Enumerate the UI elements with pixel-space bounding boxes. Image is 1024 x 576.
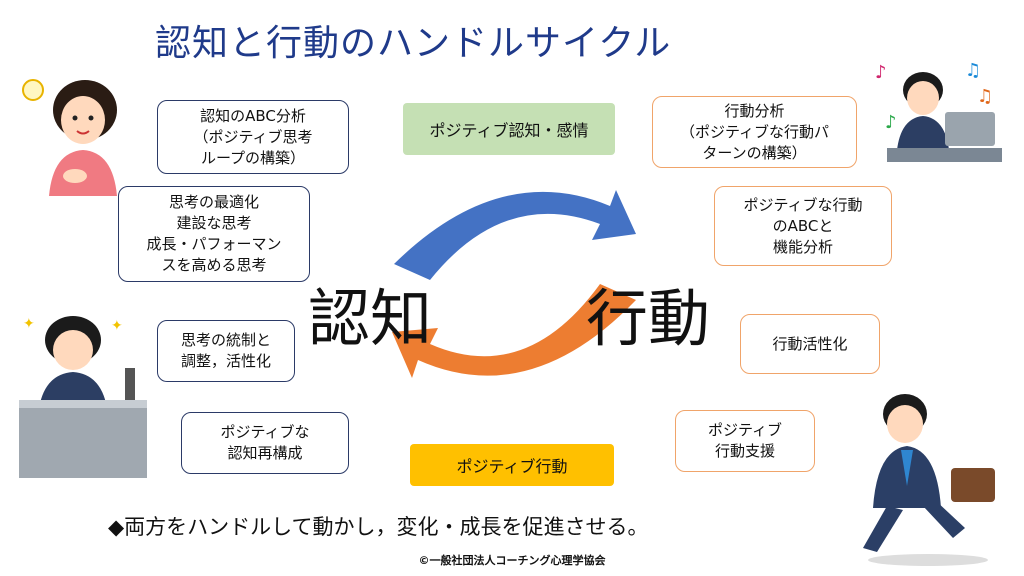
man-at-computer-illustration: ♪ ♫ ♪ ♫	[875, 60, 1002, 162]
positive-cognition-emotion-pill: ポジティブ認知・感情	[403, 103, 615, 155]
bottom-curved-arrow	[392, 284, 636, 378]
cycle-arrows	[392, 190, 636, 378]
positive-behavior-support-box: ポジティブ 行動支援	[675, 410, 815, 472]
behavior-analysis-box: 行動分析 （ポジティブな行動パ ターンの構築）	[652, 96, 857, 168]
thought-control-box: 思考の統制と 調整，活性化	[157, 320, 295, 382]
woman-at-desk-illustration: ✦ ✦	[19, 316, 147, 478]
music-note-icon: ♫	[977, 86, 993, 107]
behavior-abc-function-box: ポジティブな行動 のABCと 機能分析	[714, 186, 892, 266]
lightbulb-icon	[22, 79, 44, 101]
cognition-label: 認知	[308, 282, 433, 355]
copyright: ©一般社団法人コーチング心理学協会	[418, 554, 606, 567]
svg-text:✦: ✦	[111, 318, 123, 334]
page-title: 認知と行動のハンドルサイクル	[155, 23, 672, 64]
behavioral-activation-box: 行動活性化	[740, 314, 880, 374]
music-note-icon: ♫	[965, 60, 981, 81]
cognitive-restructuring-box: ポジティブな 認知再構成	[181, 412, 349, 474]
positive-behavior-pill: ポジティブ行動	[410, 444, 614, 486]
diamond-bullet-icon: ◆	[108, 515, 125, 539]
music-note-icon: ♪	[885, 112, 897, 133]
woman-with-idea-illustration	[22, 79, 117, 196]
top-curved-arrow	[394, 190, 636, 280]
summary-statement: ◆両方をハンドルして動かし，変化・成長を促進させる。	[108, 515, 649, 539]
thought-optimization-box: 思考の最適化 建設な思考 成長・パフォーマン スを高める思考	[118, 186, 310, 282]
cognitive-abc-analysis-box: 認知のABC分析 （ポジティブ思考 ループの構築）	[157, 100, 349, 174]
music-note-icon: ♪	[875, 62, 887, 83]
svg-text:✦: ✦	[23, 316, 35, 332]
behavior-label: 行動	[586, 282, 711, 355]
running-businessman-illustration	[863, 394, 995, 566]
